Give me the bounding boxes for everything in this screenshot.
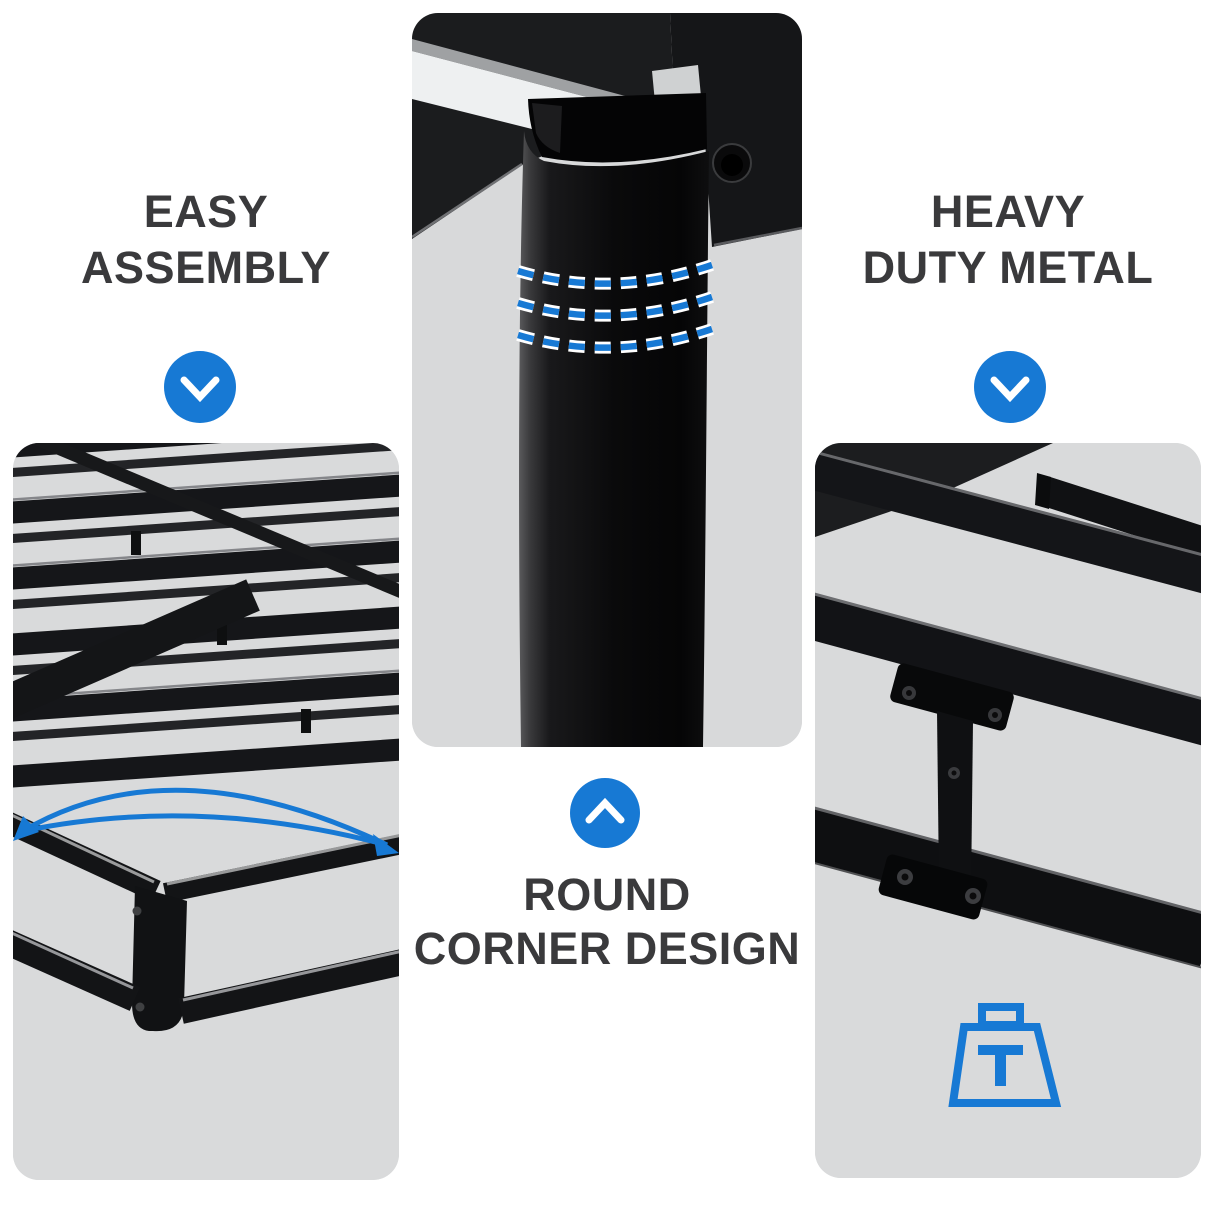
corner-socket [528, 93, 707, 163]
frame-joint-photo [815, 443, 1201, 1178]
ton-weight-icon [948, 1003, 1062, 1107]
heavy-duty-line2: DUTY METAL [862, 242, 1154, 293]
bed-frame-slats-photo [13, 443, 399, 1180]
bolt-hole-icon [712, 143, 752, 183]
chevron-down-circle-icon [974, 351, 1046, 423]
corner-leg [519, 131, 709, 747]
chevron-down-icon [990, 376, 1030, 403]
chevron-up-circle-icon [570, 778, 640, 848]
chevron-down-circle-icon [164, 351, 236, 423]
rail-joint-upper [890, 663, 1014, 731]
bolt [135, 1002, 145, 1012]
frame-rails [815, 443, 1201, 969]
blue-dashed-bend-lines-icon [516, 259, 714, 354]
easy-assembly-title: EASY ASSEMBLY [13, 184, 399, 296]
round-corner-line1: ROUND [523, 869, 691, 920]
support-rail [13, 579, 260, 719]
easy-assembly-line1: EASY [143, 186, 269, 237]
diagonal-cross-bar [29, 443, 399, 598]
easy-assembly-line2: ASSEMBLY [81, 242, 331, 293]
support-bracket [937, 711, 973, 895]
chevron-up-icon [585, 797, 625, 824]
heavy-duty-line1: HEAVY [930, 186, 1086, 237]
round-corner-leg-photo [412, 13, 802, 747]
heavy-duty-metal-title: HEAVY DUTY METAL [815, 184, 1201, 296]
bolt [132, 906, 142, 916]
rail-joint-lower [878, 854, 988, 920]
chevron-down-icon [180, 376, 220, 403]
curved-double-arrow-icon [13, 787, 399, 856]
round-corner-design-title: ROUND CORNER DESIGN [412, 868, 802, 976]
round-corner-line2: CORNER DESIGN [413, 923, 801, 974]
